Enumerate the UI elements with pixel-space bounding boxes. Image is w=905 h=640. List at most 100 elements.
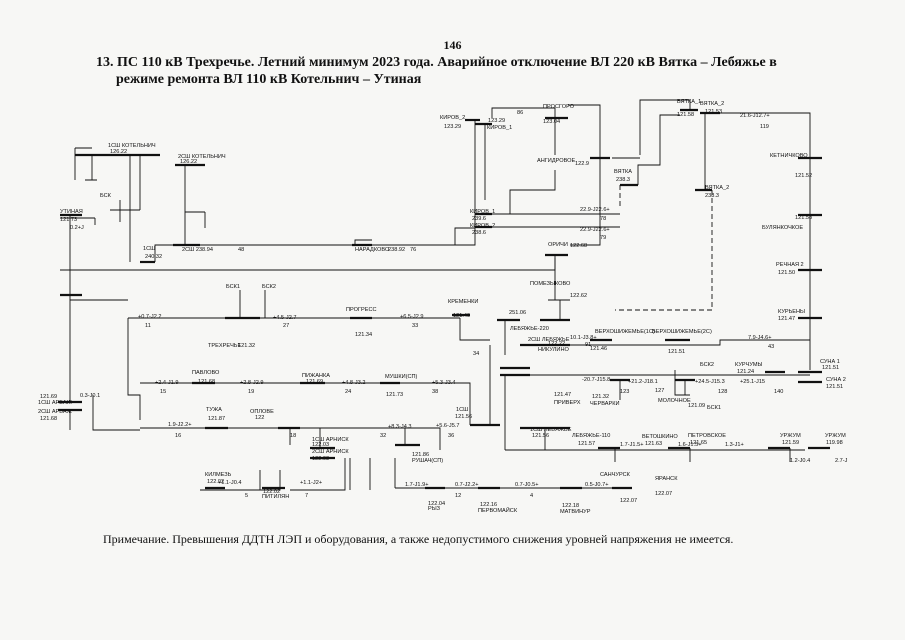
line-11-label: 11 bbox=[145, 323, 151, 329]
kremenki-label: КРЕМЕНКИ bbox=[448, 299, 478, 305]
rushach-voltage: 121.86 bbox=[412, 452, 429, 458]
flow-lebyazhye-5: 2.7-J bbox=[835, 458, 848, 464]
flow-yaransk-1: 1.7-J1.9+ bbox=[405, 482, 428, 488]
flow-yaransk-2: 0.7-J2.2+ bbox=[455, 482, 478, 488]
flow-15: +2.4-J1.9 bbox=[155, 380, 178, 386]
flow-lebyazhye-3: 1.3-J1+ bbox=[725, 442, 744, 448]
pavlovo-voltage: 121.68 bbox=[198, 379, 215, 385]
line-16-label: 16 bbox=[175, 433, 181, 439]
bsk-label: БСК bbox=[100, 193, 112, 199]
lebyazhye110-voltage: 121.57 bbox=[578, 441, 595, 447]
line-15-label: 15 bbox=[160, 389, 166, 395]
suna2-voltage: 121.51 bbox=[826, 384, 843, 390]
ketnichkovo-voltage: 121.52 bbox=[795, 173, 812, 179]
flow-140: +25.1-J15 bbox=[740, 379, 765, 385]
myshki-label: МУШКИ(СП) bbox=[385, 374, 418, 380]
utinaya-power: 0.2+J bbox=[70, 225, 84, 231]
arbazh-power: 0.3-J0.1 bbox=[80, 393, 100, 399]
kirov1-label: КИРОВ_1 bbox=[487, 125, 512, 131]
tuzha-voltage: 121.87 bbox=[208, 416, 225, 422]
kremenki-voltage: 121.49 bbox=[453, 313, 470, 319]
bsk1-trekhrechye-label: БСК1 bbox=[226, 284, 240, 290]
prosgoro-label: ПРОСГОРО bbox=[543, 104, 575, 110]
pavlovo-label: ПАВЛОВО bbox=[192, 370, 220, 376]
line-78-label: 78 bbox=[600, 216, 606, 222]
utinaya-label: УТИНАЯ bbox=[60, 209, 83, 215]
pervomaysk-label: ПЕРВОМАЙСК bbox=[478, 506, 518, 514]
kotelnich-2sh-label: 2СШ 238.94 bbox=[182, 247, 213, 253]
nikulino-label: НИКУЛИНО bbox=[538, 347, 569, 353]
sanchursk-voltage: 122.07 bbox=[620, 498, 637, 504]
verkhoshizh1-voltage: 121.46 bbox=[590, 346, 607, 352]
line-19-label: 19 bbox=[248, 389, 254, 395]
flow-33: +6.5-J2.9 bbox=[400, 314, 423, 320]
petrovskoe-label: ПЕТРОВСКОЕ bbox=[688, 433, 726, 439]
kotelnich2-voltage: 126.22 bbox=[180, 159, 197, 165]
flow-27: +4.5-J2.7 bbox=[273, 315, 296, 321]
lebyazhye1-short-label: 1СШ bbox=[456, 407, 468, 413]
flow-24: +4.8-J3.2 bbox=[342, 380, 365, 386]
lebyazhye1-short-voltage: 121.56 bbox=[455, 414, 472, 420]
line-119-label: 119 bbox=[760, 124, 769, 130]
urzhum2-label: УРЖУМ bbox=[825, 433, 846, 439]
vetoshkino-label: ВЕТОШКИНО bbox=[642, 434, 678, 440]
kurchumy-label: КУРЧУМЫ bbox=[735, 362, 763, 368]
page-title: 13. ПС 110 кВ Трехречье. Летний минимум … bbox=[96, 54, 876, 88]
kurchumy-voltage: 121.24 bbox=[737, 369, 754, 375]
yaransk-label: ЯРАНСК bbox=[655, 476, 678, 482]
charvol-voltage: 121.32 bbox=[592, 394, 609, 400]
flow-127: +21.2-J18.1 bbox=[628, 379, 658, 385]
lebyazhye2-label: 2СШ ЛЕБЯЖЬЕ bbox=[528, 337, 570, 343]
vyatka-220-label: ВЯТКА bbox=[614, 169, 632, 175]
lebyazhye220-voltage: 251.06 bbox=[509, 310, 526, 316]
line-12-label: 12 bbox=[455, 493, 461, 499]
line-33-label: 33 bbox=[412, 323, 418, 329]
flow-38: +5.3-J3.4 bbox=[432, 380, 455, 386]
line-24-label: 24 bbox=[345, 389, 351, 395]
line-79-label: 79 bbox=[600, 235, 606, 241]
scheme-lines bbox=[58, 99, 830, 491]
bsk1-east-label: БСК1 bbox=[707, 405, 721, 411]
line-32-label: 32 bbox=[380, 433, 386, 439]
urzhum2-voltage: 119.98 bbox=[826, 440, 843, 446]
lebyazhye1-label: 1СШ ЛЕБЯЖЬЕ bbox=[530, 427, 572, 433]
kirov2-voltage: 123.29 bbox=[444, 124, 461, 130]
matvinur-voltage: 122.18 bbox=[562, 503, 579, 509]
arnaul2-voltage: 122.03 bbox=[312, 456, 329, 462]
progress-label: ПРОГРЕСС bbox=[346, 307, 377, 313]
flow-119: 21.6-J12.7+ bbox=[740, 113, 770, 119]
line-18-label: 18 bbox=[290, 433, 296, 439]
rushach-label: РУШАЧ(СП) bbox=[412, 458, 443, 464]
prisvera-voltage: 121.47 bbox=[554, 392, 571, 398]
kirov1-220-voltage: 239.6 bbox=[472, 216, 486, 222]
vyatka2-label: ВЯТКА_2 bbox=[700, 101, 724, 107]
arbazh1-voltage: 121.69 bbox=[40, 394, 57, 400]
kilmez-label: КИЛМЕЗЬ bbox=[205, 472, 232, 478]
line-7-label: 7 bbox=[305, 493, 308, 499]
kotelnich2-label: 2СШ КОТЕЛЬНИЧ bbox=[178, 154, 226, 160]
line-38-label: 38 bbox=[432, 389, 438, 395]
vyatka2-voltage: 121.53 bbox=[705, 109, 722, 115]
prosgoro-voltage: 123.04 bbox=[543, 119, 560, 125]
line-4-label: 4 bbox=[530, 493, 533, 499]
arbazh1-label: 1СШ АРБАЖ bbox=[38, 400, 73, 406]
kirov1-voltage: 123.29 bbox=[488, 118, 505, 124]
vyatka1-voltage: 121.58 bbox=[677, 112, 694, 118]
flow-yaransk-3: 0.7-J0.5+ bbox=[515, 482, 538, 488]
ryzi-label: РЫЗ bbox=[428, 506, 441, 512]
flow-91: 10.1-J3.8+ bbox=[570, 335, 597, 341]
progress-voltage: 121.34 bbox=[355, 332, 372, 338]
page-note: Примечание. Превышения ДДТН ЛЭП и оборуд… bbox=[103, 532, 734, 546]
line-76-label: 76 bbox=[410, 247, 416, 253]
kotelnich1-label: 1СШ КОТЕЛЬНИЧ bbox=[108, 143, 156, 149]
line-27-label: 27 bbox=[283, 323, 289, 329]
line-43-label: 43 bbox=[768, 344, 774, 350]
vyatka-220-voltage: 238.3 bbox=[616, 177, 630, 183]
molochnoe-label: МОЛОЧНОЕ bbox=[658, 398, 691, 404]
suna1-voltage: 121.51 bbox=[822, 365, 839, 371]
verkhoshizh2-label: ВЕРХОШИЖЕМЬЕ(2С) bbox=[652, 329, 712, 335]
flow-5: +1.1-J0.4 bbox=[218, 480, 241, 486]
line-86-label: 86 bbox=[517, 110, 523, 116]
line-36-label: 36 bbox=[448, 433, 454, 439]
